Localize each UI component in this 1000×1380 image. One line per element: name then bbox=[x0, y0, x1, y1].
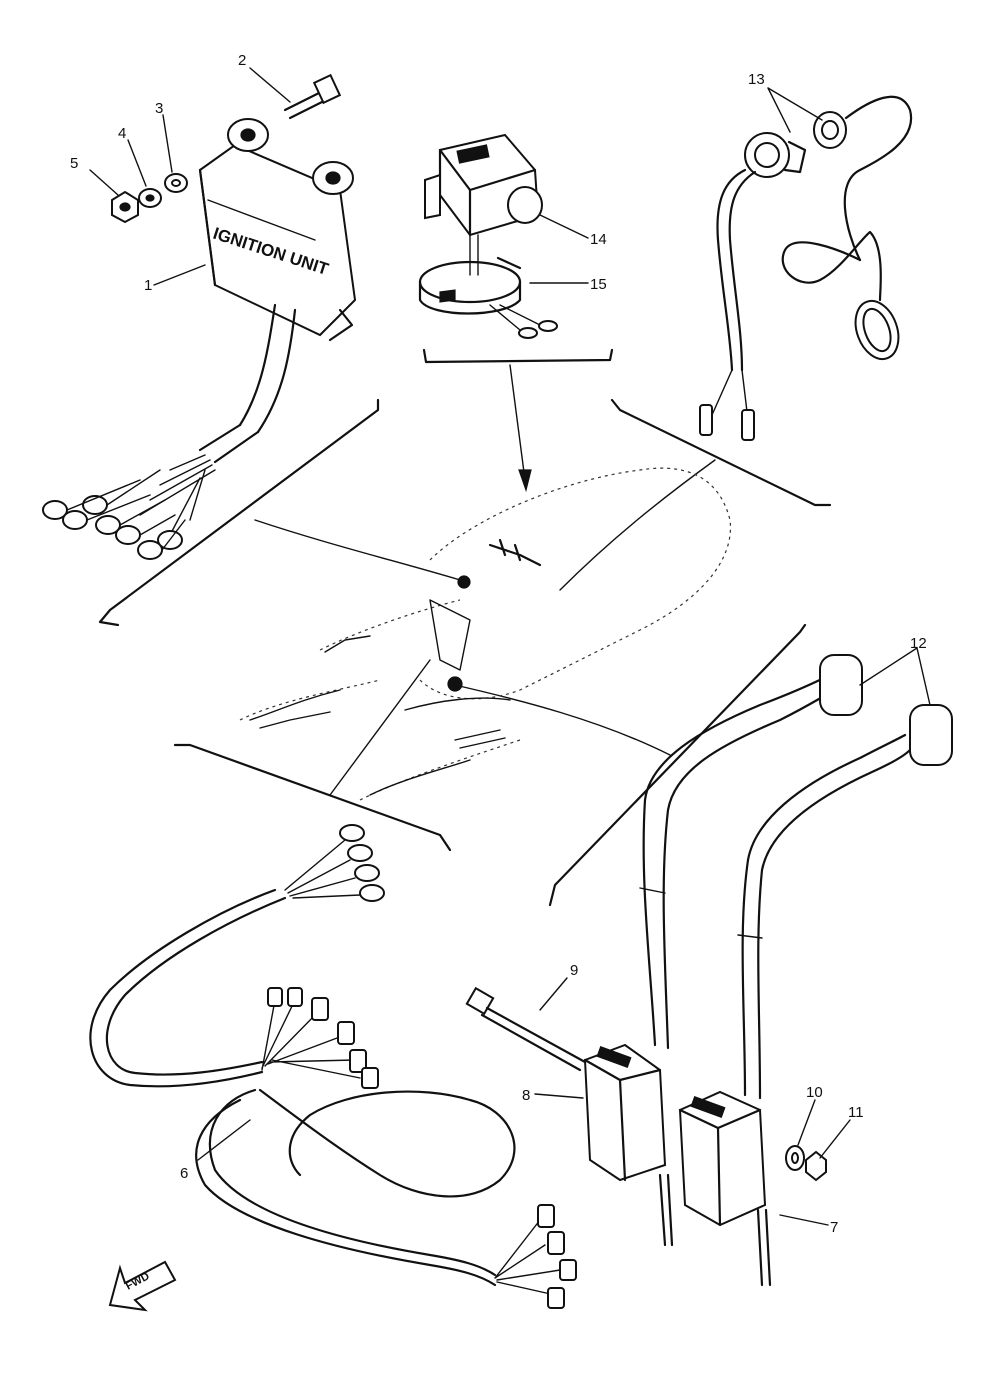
group-bracket-right bbox=[610, 398, 832, 507]
callout-7: 7 bbox=[830, 1219, 838, 1236]
callout-13: 13 bbox=[748, 71, 765, 88]
wire-harness-6 bbox=[89, 824, 577, 1309]
callout-8: 8 bbox=[522, 1087, 530, 1104]
leader-ignition bbox=[254, 519, 461, 581]
washer-4 bbox=[138, 188, 162, 208]
fwd-arrow: FWD bbox=[108, 1260, 177, 1312]
callout-leaders bbox=[89, 67, 931, 1226]
callout-15: 15 bbox=[590, 276, 607, 293]
callout-9: 9 bbox=[570, 962, 578, 979]
hv-leads-12 bbox=[639, 654, 953, 1100]
engine-outline bbox=[239, 467, 732, 801]
switch-13 bbox=[699, 95, 913, 441]
washer-10 bbox=[785, 1145, 805, 1171]
nut-11 bbox=[805, 1150, 827, 1182]
callout-4: 4 bbox=[118, 125, 126, 142]
bolt-9 bbox=[465, 986, 587, 1072]
callout-6: 6 bbox=[180, 1165, 188, 1182]
nut-5 bbox=[111, 190, 139, 224]
ignition-unit: IGNITION UNIT bbox=[42, 118, 357, 560]
callout-numbers: 1 2 3 4 5 6 7 8 9 10 11 12 13 14 15 bbox=[70, 52, 927, 1236]
ignition-coil-8 bbox=[583, 1043, 674, 1247]
group-bracket-left bbox=[98, 398, 380, 627]
callout-11: 11 bbox=[848, 1104, 864, 1121]
callout-5: 5 bbox=[70, 155, 78, 172]
callout-14: 14 bbox=[590, 231, 607, 248]
callout-10: 10 bbox=[806, 1084, 823, 1101]
group-bracket-bottom-right bbox=[548, 623, 807, 907]
leader-relay bbox=[509, 364, 526, 481]
group-bracket-top bbox=[422, 348, 614, 364]
group-bracket-bottom-left bbox=[173, 743, 452, 852]
callout-3: 3 bbox=[155, 100, 163, 117]
callout-12: 12 bbox=[910, 635, 927, 652]
callout-1: 1 bbox=[144, 277, 152, 294]
leader-harness bbox=[329, 659, 431, 796]
callout-2: 2 bbox=[238, 52, 246, 69]
relay-assembly bbox=[418, 133, 558, 339]
ignition-coil-7 bbox=[678, 1090, 772, 1287]
bolt-2 bbox=[283, 73, 342, 120]
leader-switch bbox=[559, 459, 716, 591]
leader-coil bbox=[454, 684, 671, 756]
washer-3 bbox=[164, 173, 188, 193]
